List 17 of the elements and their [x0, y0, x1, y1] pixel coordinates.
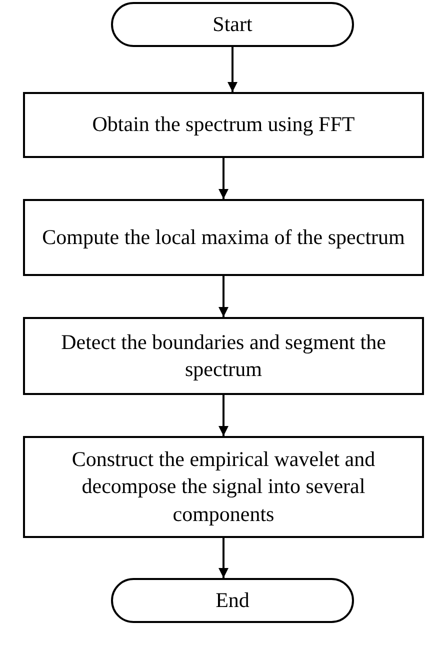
arrow [218, 538, 228, 578]
arrow [228, 47, 238, 92]
process-box [23, 92, 424, 158]
process-box [23, 317, 424, 395]
step-text: Construct the empirical wavelet and decompose the signal into several components [70, 446, 376, 528]
step-text: Detect the boundaries and segment the spectrum [60, 328, 387, 383]
arrow [218, 158, 228, 199]
terminal-pill [111, 2, 354, 47]
step-text: Compute the local maxima of the spectrum [42, 224, 405, 251]
process-box [23, 199, 424, 276]
arrow [218, 395, 228, 436]
terminal-pill [111, 578, 354, 623]
arrow [218, 276, 228, 317]
step-text: End [216, 586, 250, 614]
step-text: Start [212, 10, 252, 38]
process-box [23, 436, 424, 538]
step-text: Obtain the spectrum using FFT [92, 111, 355, 138]
